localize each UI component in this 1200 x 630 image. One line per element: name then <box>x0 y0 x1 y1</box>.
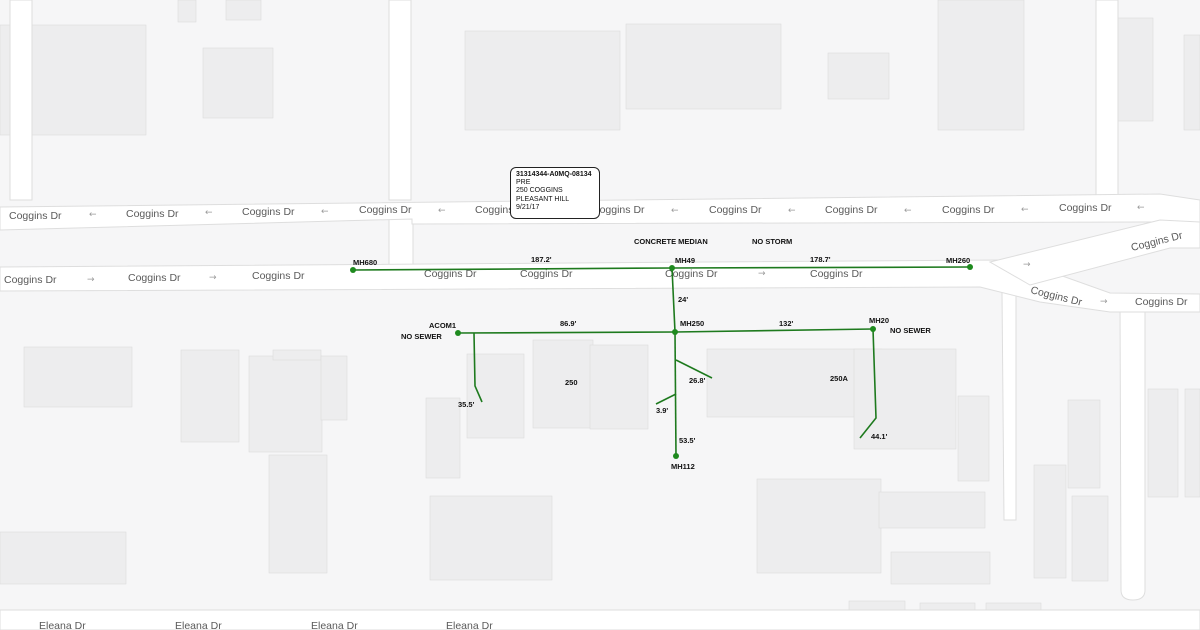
node-label-mh112: MH112 <box>671 462 695 471</box>
sewer-line <box>671 267 676 333</box>
manhole-node-icon[interactable] <box>669 265 675 271</box>
street-label: Coggins Dr <box>942 204 995 216</box>
no-storm-label: NO STORM <box>752 237 792 246</box>
segment-length: 24' <box>678 295 688 304</box>
street-label: Coggins Dr <box>126 208 179 220</box>
street-label: Coggins Dr <box>128 272 181 284</box>
street-label: Coggins Dr <box>4 274 57 286</box>
annotation-labels: CONCRETE MEDIAN NO STORM MH680 MH49 MH26… <box>353 237 970 471</box>
sewer-line <box>675 359 713 379</box>
segment-length: 44.1' <box>871 432 888 441</box>
arrow-icon: ← <box>89 210 97 220</box>
street-label: Coggins Dr <box>359 204 412 216</box>
arrow-icon: ← <box>1021 205 1029 215</box>
arrow-icon: ← <box>205 208 213 218</box>
street-label: Coggins Dr <box>709 204 762 216</box>
ticket-date: 9/21/17 <box>516 203 540 211</box>
arrow-icon: → <box>1100 297 1108 307</box>
node-label-mh250: MH250 <box>680 319 704 328</box>
node-label-mh49: MH49 <box>675 256 695 265</box>
street-label: Eleana Dr <box>446 620 493 630</box>
arrow-icon: ← <box>321 207 329 217</box>
segment-length: 3.9' <box>656 406 668 415</box>
street-label: Coggins Dr <box>810 268 863 280</box>
sewer-line <box>859 328 877 439</box>
ticket-city: PLEASANT HILL <box>516 195 570 203</box>
no-sewer-label: NO SEWER <box>401 332 442 341</box>
segment-length: 132' <box>779 319 794 328</box>
sewer-line <box>352 267 673 271</box>
node-label-mh680: MH680 <box>353 258 377 267</box>
street-label: Coggins Dr <box>242 206 295 218</box>
building-label: 250A <box>830 374 849 383</box>
segment-length: 35.5' <box>458 400 475 409</box>
street-label: Coggins Dr <box>1135 296 1188 308</box>
sewer-line <box>473 332 483 403</box>
arrow-icon: ← <box>671 206 679 216</box>
arrow-icon: ← <box>438 206 446 216</box>
street-label: Coggins Dr <box>252 270 305 282</box>
median-label: CONCRETE MEDIAN <box>634 237 708 246</box>
sewer-line <box>671 266 971 269</box>
segment-length: 86.9' <box>560 319 577 328</box>
segment-length: 26.8' <box>689 376 706 385</box>
ticket-info-box[interactable]: 31314344-A0MQ-08134 PRE 250 COGGINS PLEA… <box>510 167 600 219</box>
node-label-mh20: MH20 <box>869 316 889 325</box>
street-label: Coggins Dr <box>424 268 477 280</box>
arrow-icon: ← <box>788 206 796 216</box>
segment-length: 178.7' <box>810 255 831 264</box>
sewer-line <box>674 328 874 333</box>
street-label: Coggins Dr <box>592 204 645 216</box>
manhole-node-icon[interactable] <box>870 326 876 332</box>
arrow-icon: → <box>209 273 217 283</box>
sewer-lines <box>352 266 971 457</box>
sewer-line <box>655 393 677 405</box>
street-label: Coggins Dr <box>1059 202 1112 214</box>
arrow-icon: → <box>1023 260 1031 270</box>
manhole-node-icon[interactable] <box>673 453 679 459</box>
street-label: Eleana Dr <box>175 620 222 630</box>
street-label: Coggins Dr <box>665 268 718 280</box>
node-label-acom1: ACOM1 <box>429 321 456 330</box>
manhole-node-icon[interactable] <box>350 267 356 273</box>
node-label-mh260: MH260 <box>946 256 970 265</box>
manhole-node-icon[interactable] <box>672 329 678 335</box>
arrow-icon: → <box>758 269 766 279</box>
manholes <box>350 264 973 459</box>
manhole-node-icon[interactable] <box>455 330 461 336</box>
building-label: 250 <box>565 378 578 387</box>
street-label: Eleana Dr <box>39 620 86 630</box>
street-label: Eleana Dr <box>311 620 358 630</box>
segment-length: 53.5' <box>679 436 696 445</box>
segment-length: 187.2' <box>531 255 552 264</box>
street-label: Coggins Dr <box>9 210 62 222</box>
street-label: Coggins Dr <box>825 204 878 216</box>
sewer-line <box>457 331 676 334</box>
no-sewer-label: NO SEWER <box>890 326 931 335</box>
arrow-icon: ← <box>1137 203 1145 213</box>
direction-arrows: ← ← ← ← ← ← ← ← ← → → → → → <box>87 203 1145 307</box>
arrow-icon: → <box>87 275 95 285</box>
ticket-number: 31314344-A0MQ-08134 <box>516 171 592 178</box>
ticket-address: 250 COGGINS <box>516 187 563 195</box>
manhole-node-icon[interactable] <box>967 264 973 270</box>
arrow-icon: ← <box>904 206 912 216</box>
street-label: Coggins Dr <box>520 268 573 280</box>
ticket-status: PRE <box>516 179 531 187</box>
